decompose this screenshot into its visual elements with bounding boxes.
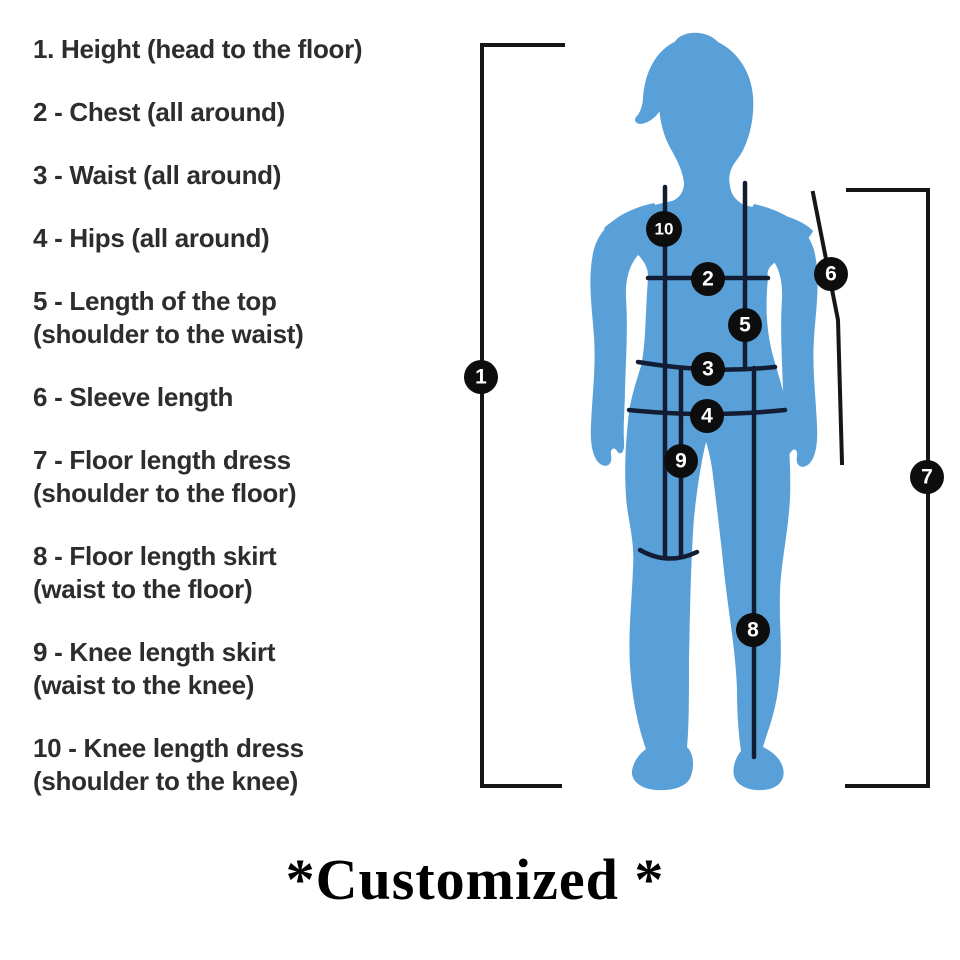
badge-4: 4 (690, 399, 724, 433)
measurement-label: 5 - Length of the top (33, 286, 277, 316)
badges: 1 2 3 4 5 6 7 (464, 211, 944, 647)
measurement-sublabel: (shoulder to the floor) (33, 478, 297, 508)
list-item: 2 - Chest (all around) (33, 96, 493, 129)
measurement-label: 4 - Hips (all around) (33, 223, 270, 253)
badge-9: 9 (664, 444, 698, 478)
sleeve-line (810, 190, 845, 466)
measurement-label: 6 - Sleeve length (33, 382, 234, 412)
measurement-label: 8 - Floor length skirt (33, 541, 277, 571)
height-bracket (480, 43, 565, 788)
list-item: 8 - Floor length skirt (waist to the flo… (33, 540, 493, 606)
badge-label: 9 (675, 450, 687, 473)
badge-label: 1 (475, 366, 487, 389)
list-item: 10 - Knee length dress (shoulder to the … (33, 732, 493, 798)
list-item: 6 - Sleeve length (33, 381, 493, 414)
badge-label: 5 (739, 314, 751, 337)
badge-label: 4 (701, 405, 713, 428)
list-item: 4 - Hips (all around) (33, 222, 493, 255)
measurement-label: 7 - Floor length dress (33, 445, 291, 475)
measurement-label: 3 - Waist (all around) (33, 160, 282, 190)
badge-7: 7 (910, 460, 944, 494)
measurement-label: 9 - Knee length skirt (33, 637, 276, 667)
badge-label: 7 (921, 466, 933, 489)
list-item: 1. Height (head to the floor) (33, 33, 493, 66)
measurement-label: 10 - Knee length dress (33, 733, 304, 763)
measurement-label: 1. Height (head to the floor) (33, 34, 363, 64)
badge-label: 8 (747, 619, 759, 642)
measurement-list: 1. Height (head to the floor) 2 - Chest … (33, 33, 493, 828)
badge-2: 2 (691, 262, 725, 296)
badge-3: 3 (691, 352, 725, 386)
badge-1: 1 (464, 360, 498, 394)
badge-label: 3 (702, 358, 714, 381)
badge-5: 5 (728, 308, 762, 342)
list-item: 5 - Length of the top (shoulder to the w… (33, 285, 493, 351)
list-item: 7 - Floor length dress (shoulder to the … (33, 444, 493, 510)
list-item: 9 - Knee length skirt (waist to the knee… (33, 636, 493, 702)
badge-label: 2 (702, 268, 714, 291)
knee-arc (637, 547, 700, 561)
list-item: 3 - Waist (all around) (33, 159, 493, 192)
right-arm (745, 204, 818, 467)
measurement-sublabel: (shoulder to the waist) (33, 319, 304, 349)
left-arm (590, 203, 663, 466)
badge-6: 6 (814, 257, 848, 291)
measurement-sublabel: (waist to the floor) (33, 574, 253, 604)
measurement-sublabel: (waist to the knee) (33, 670, 255, 700)
badge-8: 8 (736, 613, 770, 647)
measurement-sublabel: (shoulder to the knee) (33, 766, 298, 796)
badge-10: 10 (646, 211, 682, 247)
measurement-label: 2 - Chest (all around) (33, 97, 285, 127)
badge-label: 6 (825, 263, 837, 286)
customized-note: *Customized * (285, 847, 665, 912)
badge-label: 10 (655, 220, 674, 239)
